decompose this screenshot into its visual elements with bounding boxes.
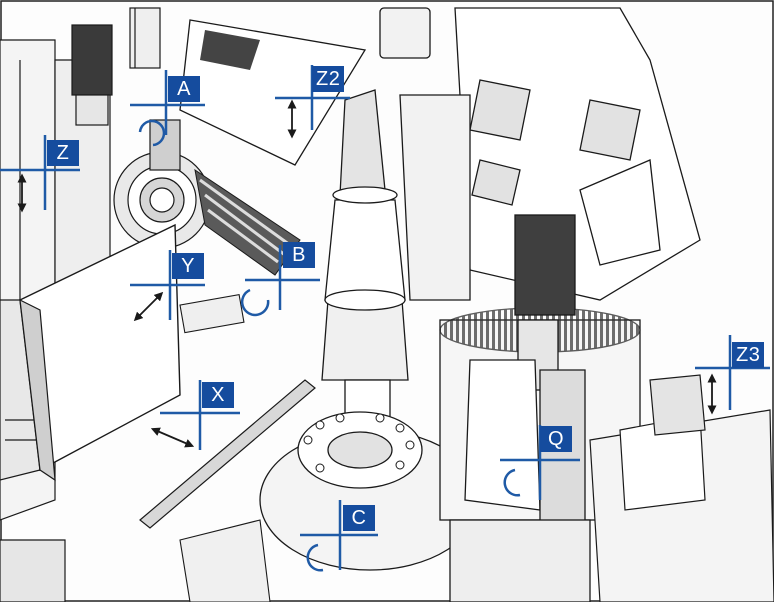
- q-axis-turret: [439, 214, 641, 602]
- axis-label-z: Z: [47, 140, 79, 166]
- axis-label-y: Y: [172, 253, 204, 279]
- direction-arrows: [17, 99, 717, 448]
- axis-label-x: X: [202, 382, 234, 408]
- right-base: [589, 374, 774, 602]
- axis-label-q: Q: [540, 426, 572, 452]
- tool-magazine: [194, 168, 301, 276]
- center-column: [321, 7, 431, 441]
- axis-label-z2: Z2: [312, 66, 345, 92]
- top-left-motor: [71, 7, 161, 126]
- axis-label-b: B: [283, 242, 315, 268]
- axis-label-c: C: [343, 505, 375, 531]
- axis-label-z3: Z3: [732, 342, 765, 368]
- axis-label-a: A: [168, 76, 200, 102]
- axis-markers: [0, 65, 770, 572]
